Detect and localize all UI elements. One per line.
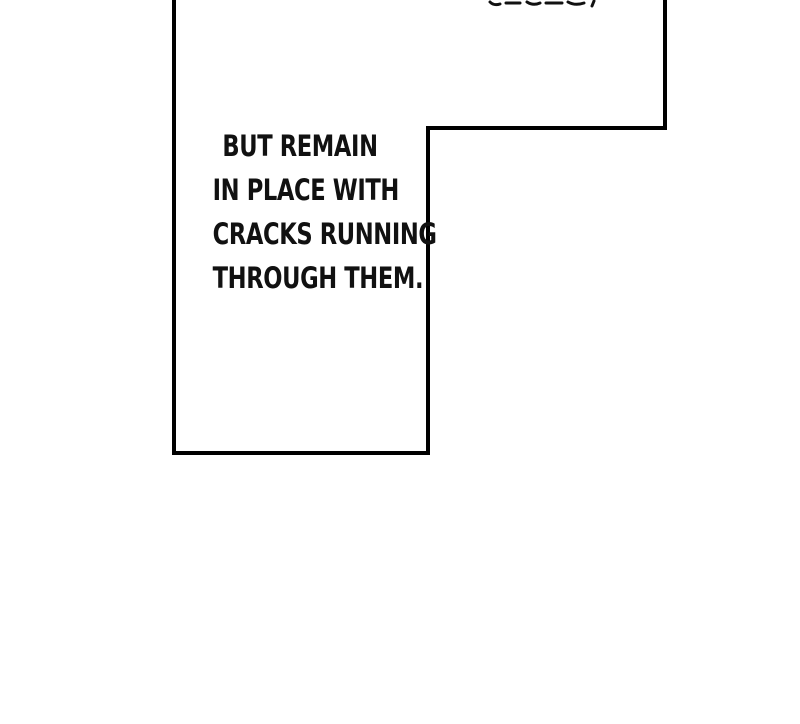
- caption-line: IN PLACE WITH: [212, 173, 400, 207]
- caption-line: THROUGH THEM.: [212, 261, 424, 295]
- cropped-text-fragment: [488, 0, 596, 8]
- caption-line: BUT REMAIN: [222, 129, 378, 163]
- caption-text: BUT REMAIN IN PLACE WITH CRACKS RUNNING …: [212, 124, 437, 300]
- caption-line: CRACKS RUNNING: [212, 217, 437, 251]
